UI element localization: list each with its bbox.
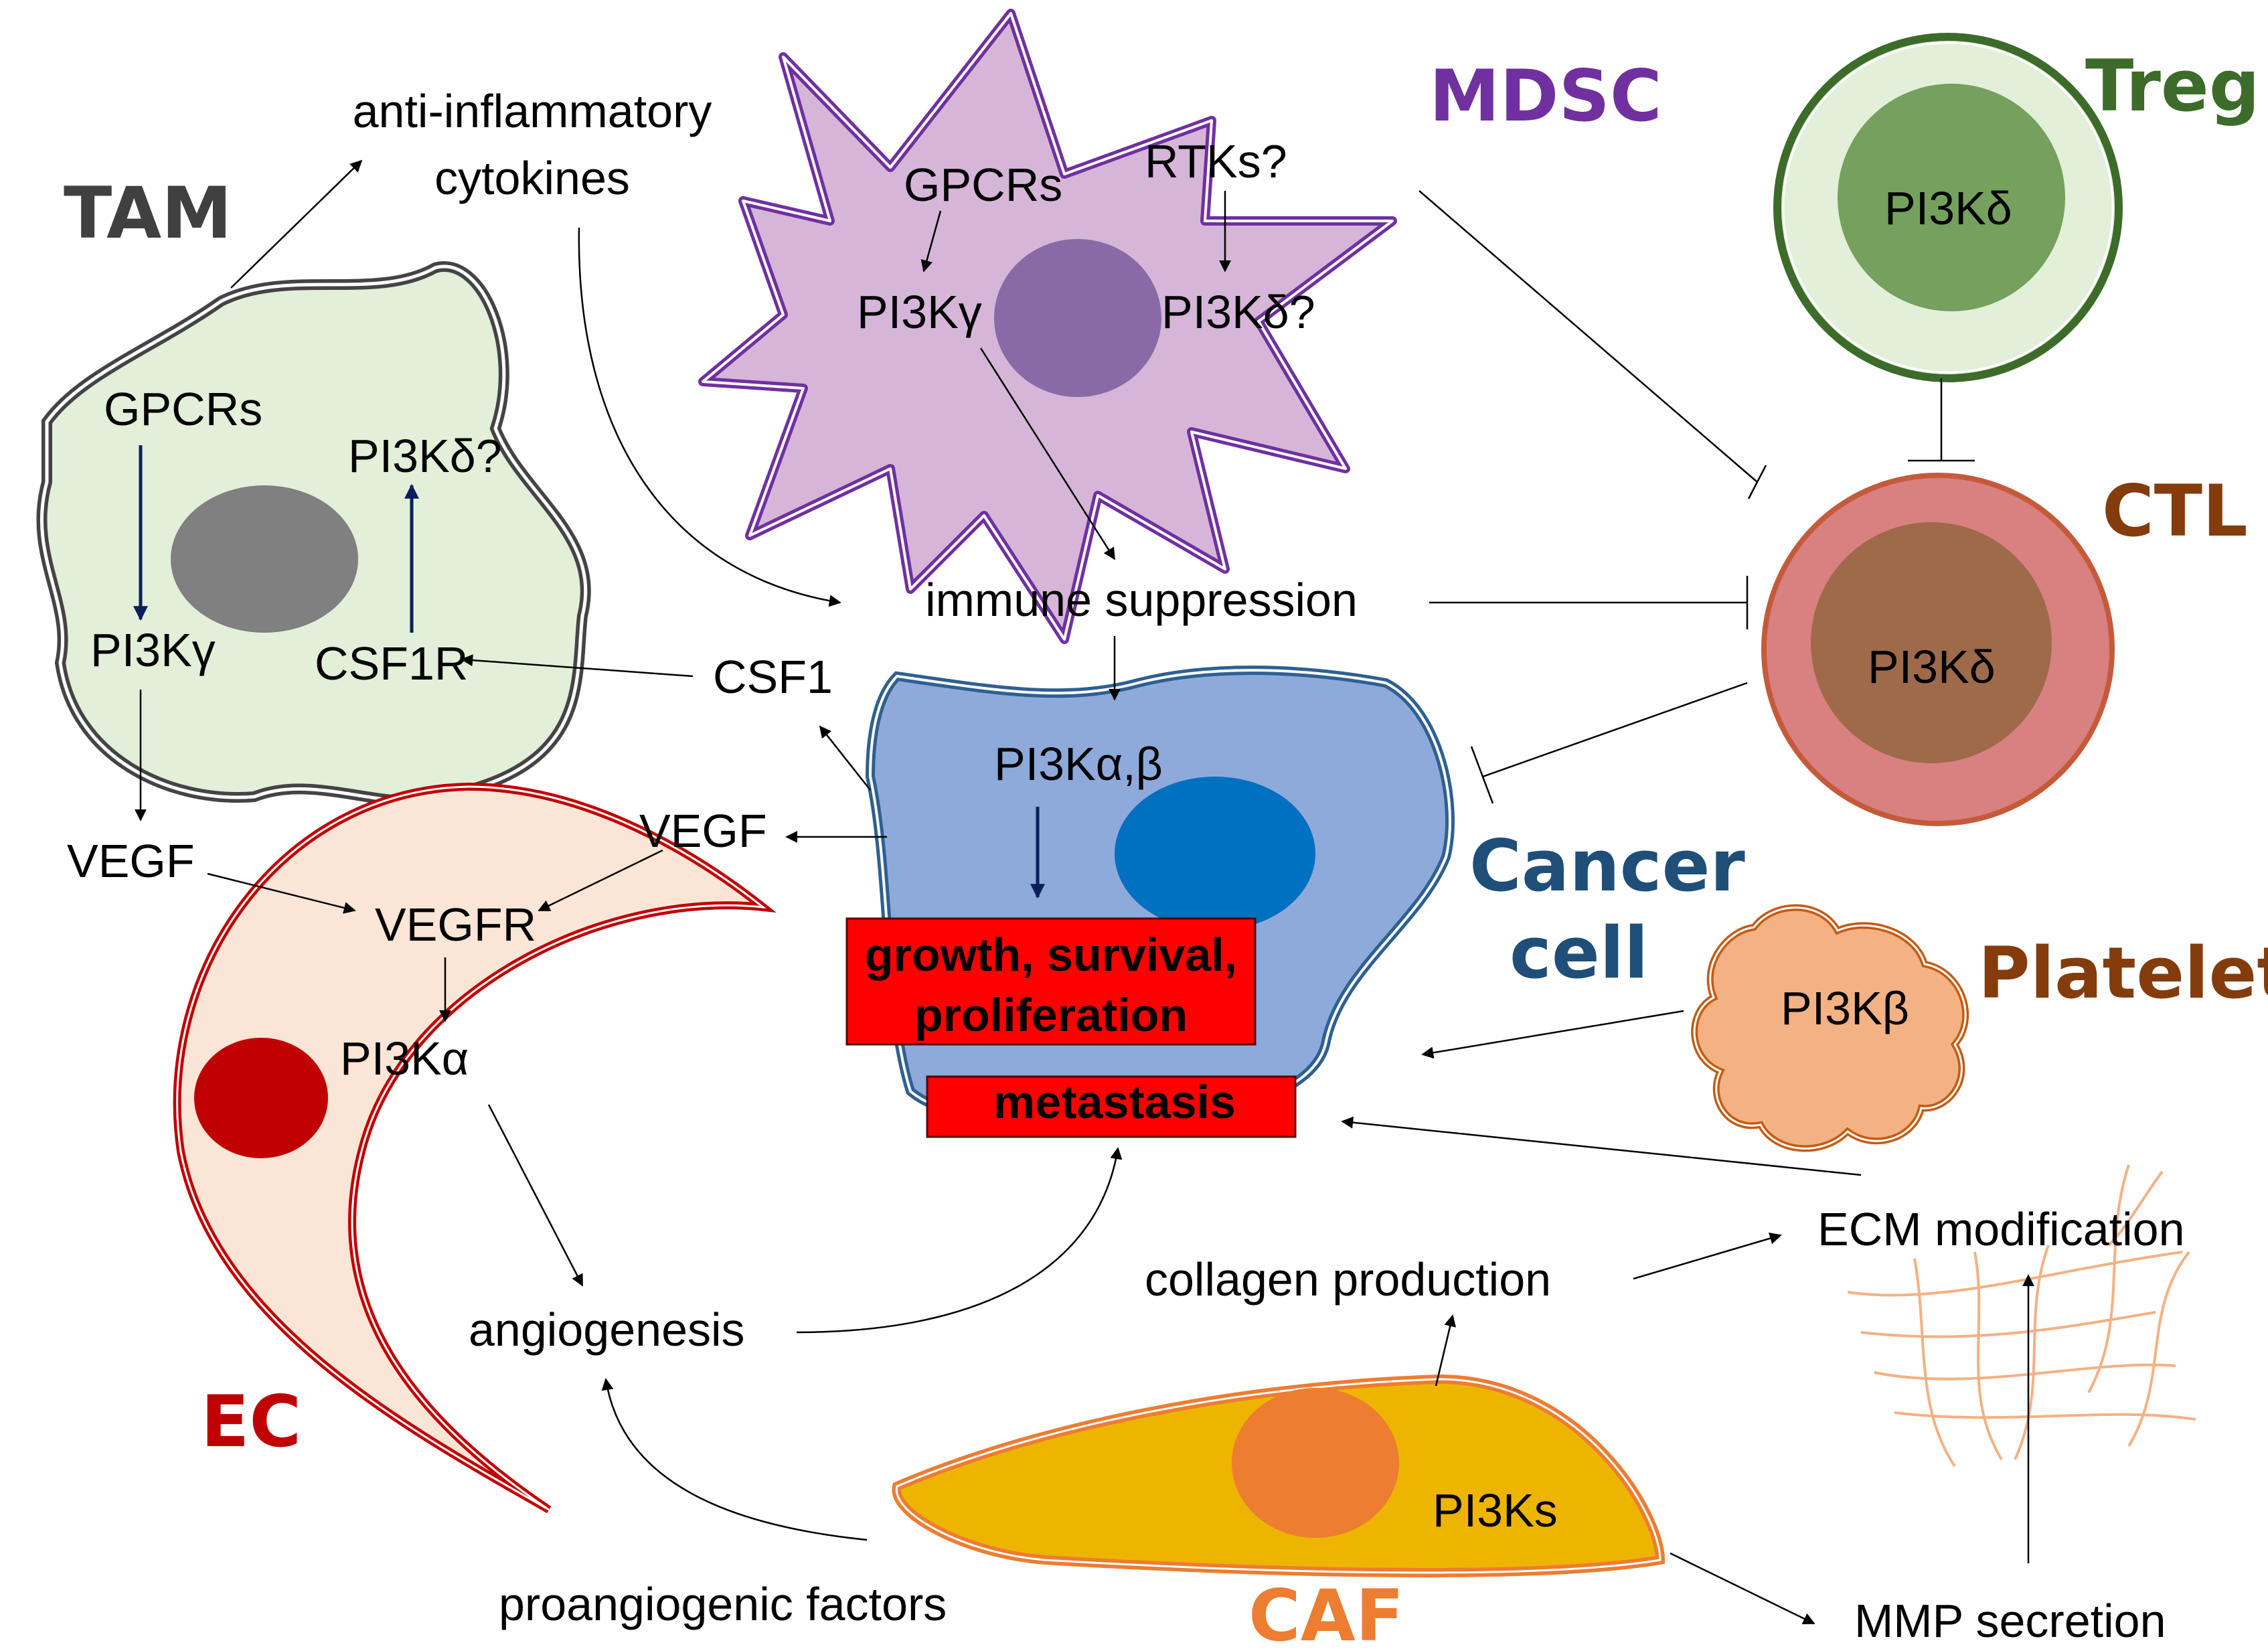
tam-name: TAM [64, 172, 232, 254]
ctl-pi3kd-label: PI3Kδ [1868, 641, 1996, 693]
vegf-left-label: VEGF [67, 835, 195, 887]
mdsc-pi3kg-to-immune-suppression-arrow [979, 347, 1116, 560]
ec-name: EC [201, 1381, 301, 1463]
tam-to-cytokines-arrow [230, 159, 363, 289]
pi3ka-to-angiogenesis-arrow [487, 1104, 584, 1287]
caf-to-collagen-arrow [1435, 1314, 1457, 1387]
metastasis-label: metastasis [993, 1076, 1236, 1128]
cancer-name-line2: cell [1510, 912, 1648, 994]
tam-nucleus [171, 485, 358, 633]
mdsc-gpcrs-to-pi3kg-arrow [920, 210, 942, 272]
ctl-nucleus [1811, 522, 2052, 763]
metastasis-box [926, 1075, 1297, 1138]
mdsc-inhibits-ctl-bar [1747, 465, 1767, 499]
vegf-left-to-vegfr-arrow [207, 872, 356, 914]
mmp-secretion-label: MMP secretion [1854, 1595, 2166, 1647]
tam-gpcrs-label: GPCRs [104, 383, 262, 435]
mdsc-pi3kd-label: PI3Kδ? [1161, 286, 1315, 338]
proangiogenic-to-angiogenesis-arrow [601, 1378, 868, 1541]
platelet-to-cancer-arrow [1421, 1010, 1684, 1059]
platelet-cell: PI3Kβ Platelet [1691, 904, 2268, 1152]
caf-name: CAF [1248, 1575, 1404, 1651]
anti-inflammatory-label: anti-inflammatory [353, 85, 712, 137]
mdsc-rtks-label: RTKs? [1145, 135, 1287, 187]
ec-pi3ka-label: PI3Kα [340, 1032, 469, 1085]
csf1-label: CSF1 [713, 651, 833, 703]
treg-nucleus [1838, 84, 2065, 311]
cancer-pi3k-label: PI3Kα,β [994, 738, 1163, 790]
ec-vegfr-label: VEGFR [375, 898, 536, 951]
caf-nucleus [1232, 1388, 1399, 1538]
caf-to-mmp-arrow [1670, 1552, 1815, 1625]
mdsc-cell: GPCRs RTKs? PI3Kγ PI3Kδ? MDSC [698, 9, 1662, 644]
ecm-modification-label: ECM modification [1817, 1203, 2185, 1255]
cancer-to-csf1-arrow [819, 725, 871, 791]
ec-cell: VEGFR PI3Kα EC [173, 782, 777, 1514]
cytokines-label: cytokines [434, 152, 630, 204]
platelet-name: Platelet [1978, 932, 2268, 1014]
angiogenesis-label: angiogenesis [469, 1304, 745, 1356]
mdsc-name: MDSC [1429, 55, 1662, 137]
growth-survival-line1: growth, survival, [865, 929, 1237, 981]
treg-pi3kd-label: PI3Kδ [1884, 182, 2012, 234]
cancer-name-line1: Cancer [1469, 825, 1745, 907]
tam-csf1r-label: CSF1R [315, 637, 468, 690]
tam-cell: GPCRs PI3Kδ? PI3Kγ CSF1R TAM [36, 172, 591, 807]
platelet-pi3kb-label: PI3Kβ [1781, 982, 1909, 1034]
proangiogenic-factors-label: proangiogenic factors [499, 1578, 947, 1630]
immune-suppression-label: immune suppression [925, 574, 1358, 626]
ecm-fibers [1847, 1164, 2196, 1468]
vegf-center-label: VEGF [639, 805, 767, 857]
ecm-to-cancer-arrow [1341, 1116, 1862, 1176]
connectors [135, 159, 2034, 1625]
ctl-inhibits-cancer-line [1482, 682, 1748, 778]
tam-pi3kg-label: PI3Kγ [90, 624, 216, 676]
csf1-to-csf1r-arrow [461, 654, 694, 678]
mdsc-nucleus [994, 239, 1161, 397]
treg-name: Treg [2085, 45, 2260, 127]
mdsc-pi3kg-label: PI3Kγ [857, 286, 982, 338]
growth-survival-box [845, 917, 1257, 1046]
mdsc-inhibits-ctl-line [1419, 190, 1758, 483]
ctl-name: CTL [2102, 470, 2248, 552]
treg-cell: PI3Kδ Treg [1773, 33, 2260, 382]
caf-cell: PI3Ks CAF [892, 1374, 1666, 1651]
caf-pi3ks-label: PI3Ks [1433, 1484, 1558, 1537]
ec-nucleus [194, 1038, 328, 1158]
collagen-to-ecm-arrow [1633, 1232, 1782, 1280]
angiogenesis-to-metastasis-arrow [796, 1147, 1123, 1334]
cancer-cell: PI3Kα,β growth, survival, proliferation … [845, 665, 1745, 1138]
collagen-production-label: collagen production [1145, 1253, 1551, 1306]
ctl-inhibits-cancer-bar [1470, 746, 1494, 804]
mdsc-gpcrs-label: GPCRs [904, 159, 1062, 211]
tam-pi3kd-label: PI3Kδ? [348, 430, 502, 482]
ctl-cell: PI3Kδ CTL [1761, 470, 2248, 826]
growth-survival-line2: proliferation [914, 989, 1188, 1041]
cancer-nucleus [1115, 777, 1315, 931]
cytokines-to-immune-suppression-arrow [578, 227, 841, 607]
vegf-center-to-vegfr-arrow [538, 849, 663, 912]
